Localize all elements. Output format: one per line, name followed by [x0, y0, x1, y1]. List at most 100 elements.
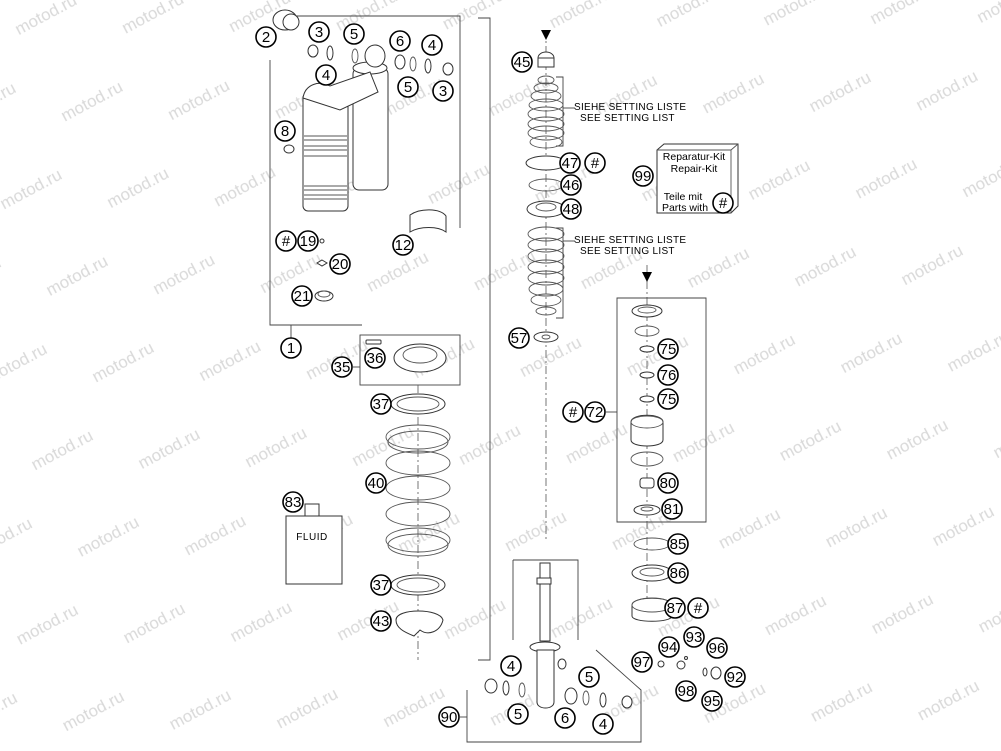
svg-text:1: 1 — [287, 340, 295, 357]
part-callout-45: 45 — [511, 51, 533, 73]
piston-stack — [606, 265, 722, 680]
svg-text:95: 95 — [704, 693, 721, 710]
part-callout-6: 6 — [389, 30, 411, 52]
part-callout-36: 36 — [364, 347, 386, 369]
part-callout-3: 3 — [432, 80, 454, 102]
part-callout-37: 37 — [370, 574, 392, 596]
part-callout-3: 3 — [308, 21, 330, 43]
svg-text:3: 3 — [439, 83, 447, 100]
svg-text:75: 75 — [660, 391, 677, 408]
spring-assembly — [353, 334, 461, 660]
part-callout-6: 6 — [554, 707, 576, 729]
svg-text:4: 4 — [322, 67, 330, 84]
svg-text:37: 37 — [373, 396, 390, 413]
repair-kit-parts-en: Parts with — [662, 202, 708, 214]
part-callout-93: 93 — [683, 626, 705, 648]
part-callout-76: 76 — [657, 364, 679, 386]
svg-text:92: 92 — [727, 669, 744, 686]
repair-kit-parts-de: Teile mit — [664, 191, 703, 203]
svg-text:96: 96 — [709, 640, 726, 657]
svg-text:5: 5 — [404, 79, 412, 96]
part-callout-97: 97 — [631, 651, 653, 673]
svg-text:#: # — [569, 404, 578, 421]
svg-text:43: 43 — [373, 613, 390, 630]
svg-text:4: 4 — [507, 658, 515, 675]
svg-text:6: 6 — [561, 710, 569, 727]
part-callout-57: 57 — [508, 327, 530, 349]
part-callout-5: 5 — [343, 23, 365, 45]
svg-text:5: 5 — [585, 669, 593, 686]
repair-kit-symbol-callout: # — [712, 192, 734, 214]
part-callout-75: 75 — [657, 388, 679, 410]
svg-text:94: 94 — [661, 639, 678, 656]
repair-kit-symbol-callout: # — [275, 230, 297, 252]
svg-text:4: 4 — [428, 37, 436, 54]
part-callout-72: 72 — [584, 401, 606, 423]
piston-rod-assembly — [460, 559, 642, 743]
repair-kit-title-de: Reparatur-Kit — [663, 151, 726, 163]
part-callout-48: 48 — [560, 198, 582, 220]
svg-text:48: 48 — [563, 201, 580, 218]
svg-text:90: 90 — [441, 709, 458, 726]
svg-text:57: 57 — [511, 330, 528, 347]
part-callout-19: 19 — [297, 230, 319, 252]
part-callout-43: 43 — [370, 610, 392, 632]
repair-kit-symbol-callout: # — [584, 152, 606, 174]
svg-text:2: 2 — [262, 29, 270, 46]
svg-text:86: 86 — [670, 565, 687, 582]
part-callout-4: 4 — [315, 64, 337, 86]
part-callout-99: 99 — [632, 165, 654, 187]
part-callout-4: 4 — [592, 713, 614, 735]
part-callout-80: 80 — [657, 472, 679, 494]
part-callout-40: 40 — [365, 472, 387, 494]
repair-kit-symbol-callout: # — [687, 597, 709, 619]
part-callout-20: 20 — [329, 253, 351, 275]
part-callout-96: 96 — [706, 637, 728, 659]
svg-text:4: 4 — [599, 716, 607, 733]
part-callout-8: 8 — [274, 120, 296, 142]
svg-text:93: 93 — [686, 629, 703, 646]
part-callout-47: 47 — [559, 152, 581, 174]
part-callout-37: 37 — [370, 393, 392, 415]
svg-text:19: 19 — [300, 233, 317, 250]
svg-text:5: 5 — [350, 26, 358, 43]
svg-text:20: 20 — [332, 256, 349, 273]
svg-text:35: 35 — [334, 359, 351, 376]
svg-text:83: 83 — [285, 494, 302, 511]
part-callout-90: 90 — [438, 706, 460, 728]
part-callout-12: 12 — [392, 234, 414, 256]
repair-kit-symbol-callout: # — [562, 401, 584, 423]
part-callout-86: 86 — [667, 562, 689, 584]
part-callout-4: 4 — [500, 655, 522, 677]
svg-text:45: 45 — [514, 54, 531, 71]
svg-text:81: 81 — [664, 501, 681, 518]
svg-text:85: 85 — [670, 536, 687, 553]
part-callout-5: 5 — [397, 76, 419, 98]
svg-text:3: 3 — [315, 24, 323, 41]
part-callout-1: 1 — [280, 337, 302, 359]
part-callout-4: 4 — [421, 34, 443, 56]
part-callout-94: 94 — [658, 636, 680, 658]
svg-text:8: 8 — [281, 123, 289, 140]
svg-text:75: 75 — [660, 341, 677, 358]
svg-text:98: 98 — [678, 683, 695, 700]
part-callout-95: 95 — [701, 690, 723, 712]
part-callout-75: 75 — [657, 338, 679, 360]
svg-text:99: 99 — [635, 168, 652, 185]
part-callout-81: 81 — [661, 498, 683, 520]
svg-text:47: 47 — [562, 155, 579, 172]
part-callout-21: 21 — [291, 285, 313, 307]
part-callout-83: 83 — [282, 491, 304, 513]
svg-text:#: # — [282, 233, 291, 250]
fluid-bottle: FLUID — [285, 503, 343, 585]
svg-text:#: # — [591, 155, 600, 172]
part-callout-2: 2 — [255, 26, 277, 48]
svg-text:46: 46 — [563, 177, 580, 194]
svg-text:80: 80 — [660, 475, 677, 492]
svg-text:21: 21 — [294, 288, 311, 305]
part-callout-92: 92 — [724, 666, 746, 688]
fluid-label: FLUID — [296, 532, 327, 543]
part-callout-5: 5 — [578, 666, 600, 688]
